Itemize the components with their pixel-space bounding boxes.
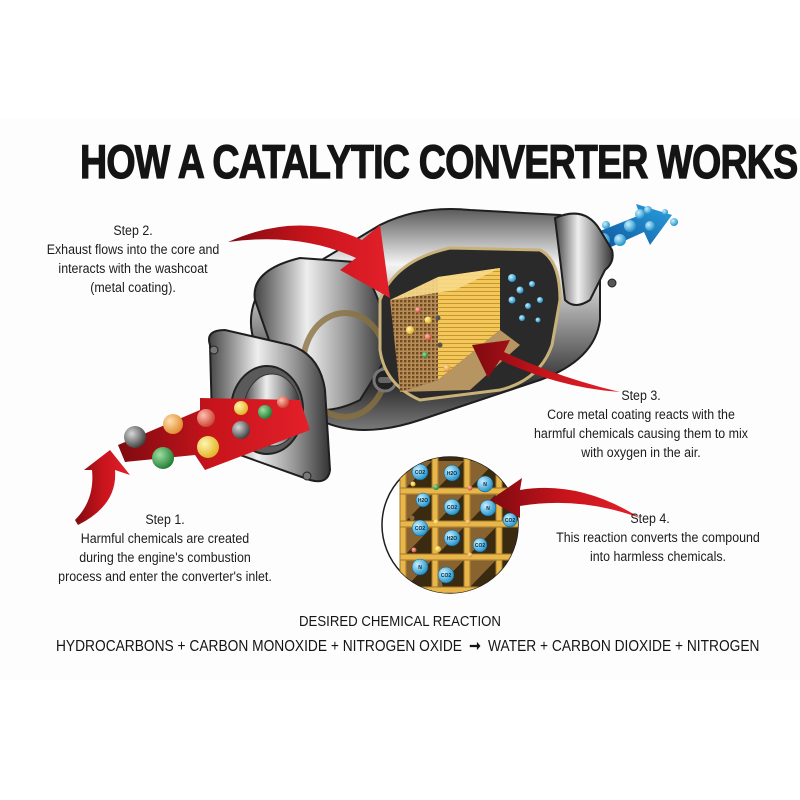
harmful-exhaust-inlet-arrow — [118, 396, 310, 470]
molecule-n: N — [486, 506, 490, 512]
molecule-h2o: H2O — [418, 498, 428, 504]
step-2-label: Step 2. — [113, 223, 153, 238]
step-1-label: Step 1. — [145, 512, 185, 527]
molecule-co2: CO2 — [415, 470, 426, 476]
step-4-line-2: into harmless chemicals. — [590, 549, 726, 564]
molecule-co2: CO2 — [415, 526, 426, 532]
molecule-co2: CO2 — [505, 518, 516, 524]
step-2-line-3: (metal coating). — [90, 280, 176, 295]
step1-arrow — [75, 450, 130, 525]
molecule-h2o: H2O — [447, 471, 457, 477]
step-3-line-1: Core metal coating reacts with the — [547, 407, 735, 422]
step-1-caption: Step 1. Harmful chemicals are created du… — [41, 510, 289, 586]
molecule-h2o: H2O — [447, 536, 457, 542]
step-3-caption: Step 3. Core metal coating reacts with t… — [526, 386, 756, 462]
step-3-label: Step 3. — [621, 388, 661, 403]
molecule-n: N — [418, 565, 422, 571]
molecule-co2: CO2 — [475, 543, 486, 549]
reaction-inset: CO2 H2O N H2O CO2 N CO2 H2O CO2 N CO2 CO… — [381, 456, 519, 594]
reaction-heading: DESIRED CHEMICAL REACTION — [299, 613, 501, 630]
step-4-line-1: This reaction converts the compound — [556, 530, 760, 545]
step2-arrow — [228, 225, 390, 298]
reaction-products: WATER + CARBON DIOXIDE + NITROGEN — [488, 638, 760, 655]
step-4-caption: Step 4. This reaction converts the compo… — [548, 509, 769, 566]
molecule-n: N — [483, 482, 487, 488]
step4-arrow — [490, 478, 640, 518]
reaction-arrow-icon: ➞ — [469, 638, 481, 655]
step-3-line-2: harmful chemicals causing them to mix — [534, 426, 748, 441]
molecule-co2: CO2 — [447, 505, 458, 511]
step-4-label: Step 4. — [630, 511, 670, 526]
step-2-line-2: interacts with the washcoat — [58, 261, 208, 276]
step-3-line-3: with oxygen in the air. — [581, 445, 701, 460]
step-2-caption: Step 2. Exhaust flows into the core and … — [36, 221, 229, 297]
step-1-line-2: during the engine's combustion — [79, 550, 251, 565]
page-title: HOW A CATALYTIC CONVERTER WORKS — [80, 135, 799, 188]
step3-arrow — [472, 340, 620, 392]
step-1-line-1: Harmful chemicals are created — [80, 531, 250, 546]
clean-exhaust-outlet-arrow — [590, 204, 678, 252]
molecule-co2: CO2 — [441, 573, 452, 579]
reaction-reactants: HYDROCARBONS + CARBON MONOXIDE + NITROGE… — [56, 638, 462, 655]
reaction-equation: HYDROCARBONS + CARBON MONOXIDE + NITROGE… — [56, 636, 759, 656]
step-1-line-3: process and enter the converter's inlet. — [58, 569, 272, 584]
step-2-line-1: Exhaust flows into the core and — [46, 242, 220, 257]
